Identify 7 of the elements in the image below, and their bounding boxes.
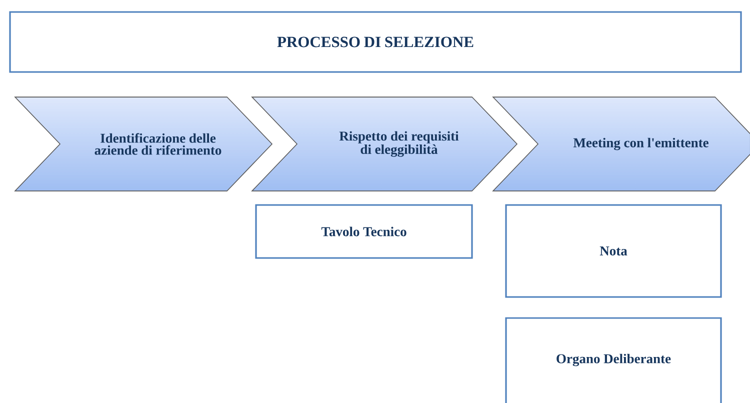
process-box: Nota — [505, 204, 722, 298]
chevron-step: Identificazione delle aziende di riferimento — [14, 96, 273, 192]
chevron-step: Meeting con l'emittente — [492, 96, 750, 192]
title-box: PROCESSO DI SELEZIONE — [9, 11, 742, 73]
chevron-step: Rispetto dei requisiti di eleggibilità — [251, 96, 518, 192]
process-box: Organo Deliberante — [505, 317, 722, 403]
process-box: Tavolo Tecnico — [255, 204, 473, 259]
